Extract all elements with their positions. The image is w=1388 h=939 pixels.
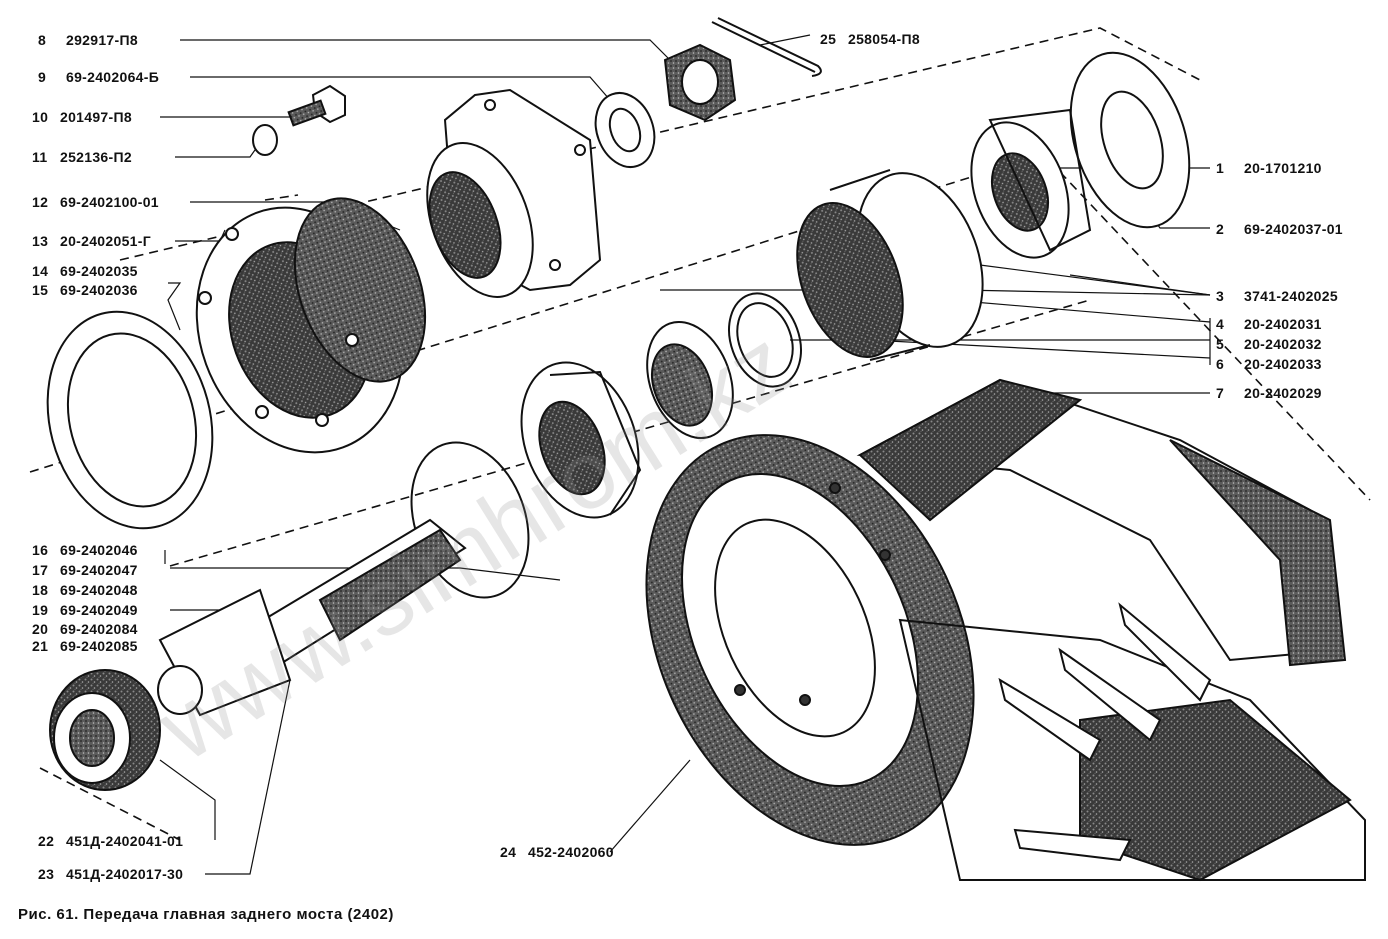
differential-housing [856, 378, 1366, 882]
washer-9 [594, 92, 656, 168]
companion-flange [426, 88, 602, 298]
rings [646, 292, 802, 440]
spring-washer [252, 124, 278, 156]
crown-wheel [645, 434, 975, 846]
roller-bearing [49, 669, 161, 791]
cotter-pin [711, 17, 822, 77]
bearing-cone-top [970, 108, 1092, 259]
shim-ring [46, 310, 214, 530]
figure-caption: Рис. 61. Передача главная заднего моста … [18, 906, 394, 923]
pinion-shaft [157, 518, 467, 717]
bearing-cap [195, 197, 427, 454]
castle-nut [663, 43, 737, 122]
bearing-middle [520, 361, 642, 519]
bearing-housing [796, 169, 984, 361]
bolt [287, 84, 346, 127]
shim-disc [1069, 51, 1191, 229]
